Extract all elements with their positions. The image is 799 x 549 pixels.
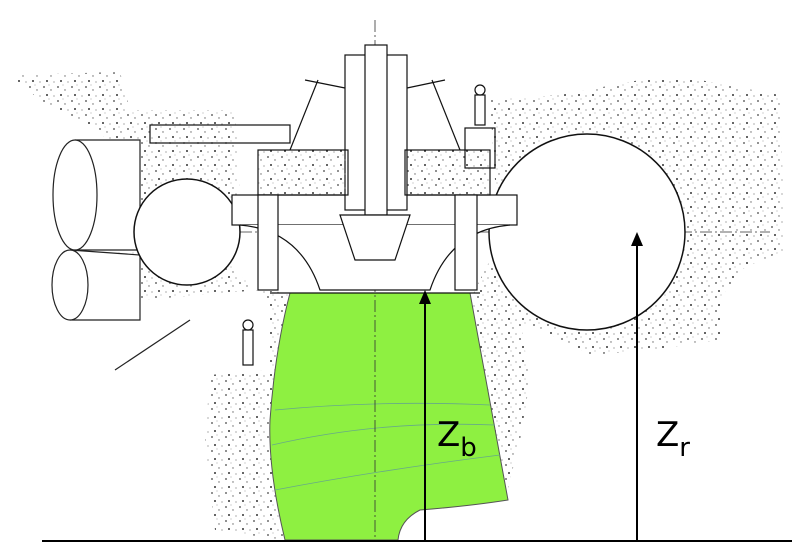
inlet-pipes: [51, 139, 191, 371]
spiral-case-left: [133, 178, 241, 286]
spiral-case-right: [488, 133, 686, 331]
zr-label: Zr: [656, 418, 690, 461]
zb-label-subscript: b: [460, 433, 477, 463]
turbine-assembly: [149, 44, 518, 366]
draft-tube-gridlines: [271, 402, 501, 491]
zb-label-main: Z: [437, 415, 461, 455]
zr-label-subscript: r: [679, 433, 690, 463]
zb-arrow: [419, 290, 431, 541]
zr-label-main: Z: [656, 415, 680, 455]
draft-tube: [269, 292, 509, 541]
zr-arrow: [631, 232, 643, 541]
zb-label: Zb: [437, 418, 477, 461]
